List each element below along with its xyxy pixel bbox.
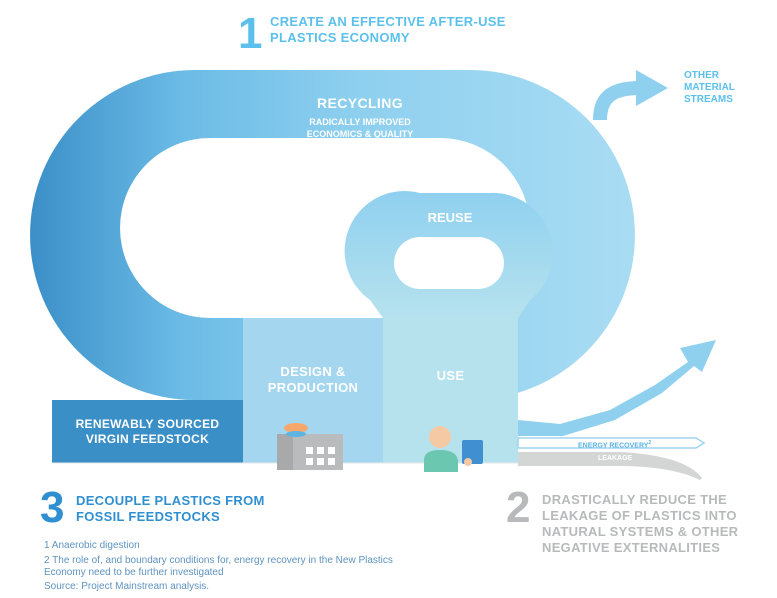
priority-2-line1: DRASTICALLY REDUCE THE — [542, 492, 728, 507]
energy-recovery-superscript: 2 — [648, 440, 652, 446]
design-label: DESIGN & PRODUCTION — [243, 364, 383, 396]
leakage-arrow — [518, 452, 702, 480]
feedstock-line1: RENEWABLY SOURCED — [75, 417, 220, 431]
feedstock-label: RENEWABLY SOURCED VIRGIN FEEDSTOCK — [52, 417, 243, 447]
other-streams-arrowhead — [636, 70, 668, 106]
priority-1-text: CREATE AN EFFECTIVE AFTER-USE PLASTICS E… — [270, 14, 506, 46]
design-line2: PRODUCTION — [267, 380, 359, 395]
factory-icon — [277, 423, 343, 470]
recycling-sub-line1: RADICALLY IMPROVED — [309, 117, 411, 127]
other-streams-line2: MATERIAL — [684, 82, 735, 93]
use-label: USE — [436, 368, 465, 383]
other-streams-line3: STREAMS — [684, 94, 733, 105]
priority-2-line2: LEAKAGE OF PLASTICS INTO — [542, 508, 737, 523]
recycling-sub-line2: ECONOMICS & QUALITY — [306, 129, 414, 139]
priority-3-number: 3 — [40, 483, 65, 532]
priority-2-line4: NEGATIVE EXTERNALITIES — [542, 540, 721, 555]
leakage-label: LEAKAGE — [598, 455, 633, 462]
reuse-loop — [344, 190, 553, 318]
energy-recovery-text: ENERGY RECOVERY — [578, 442, 649, 450]
footnote-2-line2: Economy need to be further investigated — [44, 567, 224, 578]
use-box — [383, 318, 518, 463]
priority-3-line1: DECOUPLE PLASTICS FROM — [76, 493, 265, 508]
priority-3-line2: FOSSIL FEEDSTOCKS — [76, 509, 221, 524]
footnote-1: 1 Anaerobic digestion — [44, 540, 140, 551]
priority-2-line3: NATURAL SYSTEMS & OTHER — [542, 524, 739, 539]
priority-1-line1: CREATE AN EFFECTIVE AFTER-USE — [270, 14, 506, 29]
reuse-label: REUSE — [427, 210, 473, 225]
priority-2-text: DRASTICALLY REDUCE THE LEAKAGE OF PLASTI… — [542, 492, 738, 556]
recycling-subtitle: RADICALLY IMPROVED ECONOMICS & QUALITY — [280, 116, 440, 140]
priority-1-number: 1 — [238, 9, 263, 58]
feedstock-box — [52, 400, 243, 463]
person-icon — [424, 426, 483, 472]
ad-composting-arrow — [518, 340, 716, 436]
source-note: Source: Project Mainstream analysis. — [44, 581, 210, 592]
other-streams-line1: OTHER — [684, 70, 719, 81]
energy-recovery-arrow — [517, 437, 706, 449]
other-streams-label: OTHER MATERIAL STREAMS — [684, 70, 735, 106]
priority-3-text: DECOUPLE PLASTICS FROM FOSSIL FEEDSTOCKS — [76, 493, 265, 525]
energy-recovery-label: ENERGY RECOVERY2 — [578, 438, 651, 451]
recycling-title: RECYCLING — [316, 95, 404, 111]
other-streams-arrow — [593, 81, 641, 121]
priority-2-number: 2 — [506, 483, 531, 532]
design-line1: DESIGN & — [280, 364, 346, 379]
priority-1-line2: PLASTICS ECONOMY — [270, 30, 410, 45]
footnote-2-line1: 2 The role of, and boundary conditions f… — [44, 555, 393, 566]
feedstock-line2: VIRGIN FEEDSTOCK — [85, 432, 210, 446]
